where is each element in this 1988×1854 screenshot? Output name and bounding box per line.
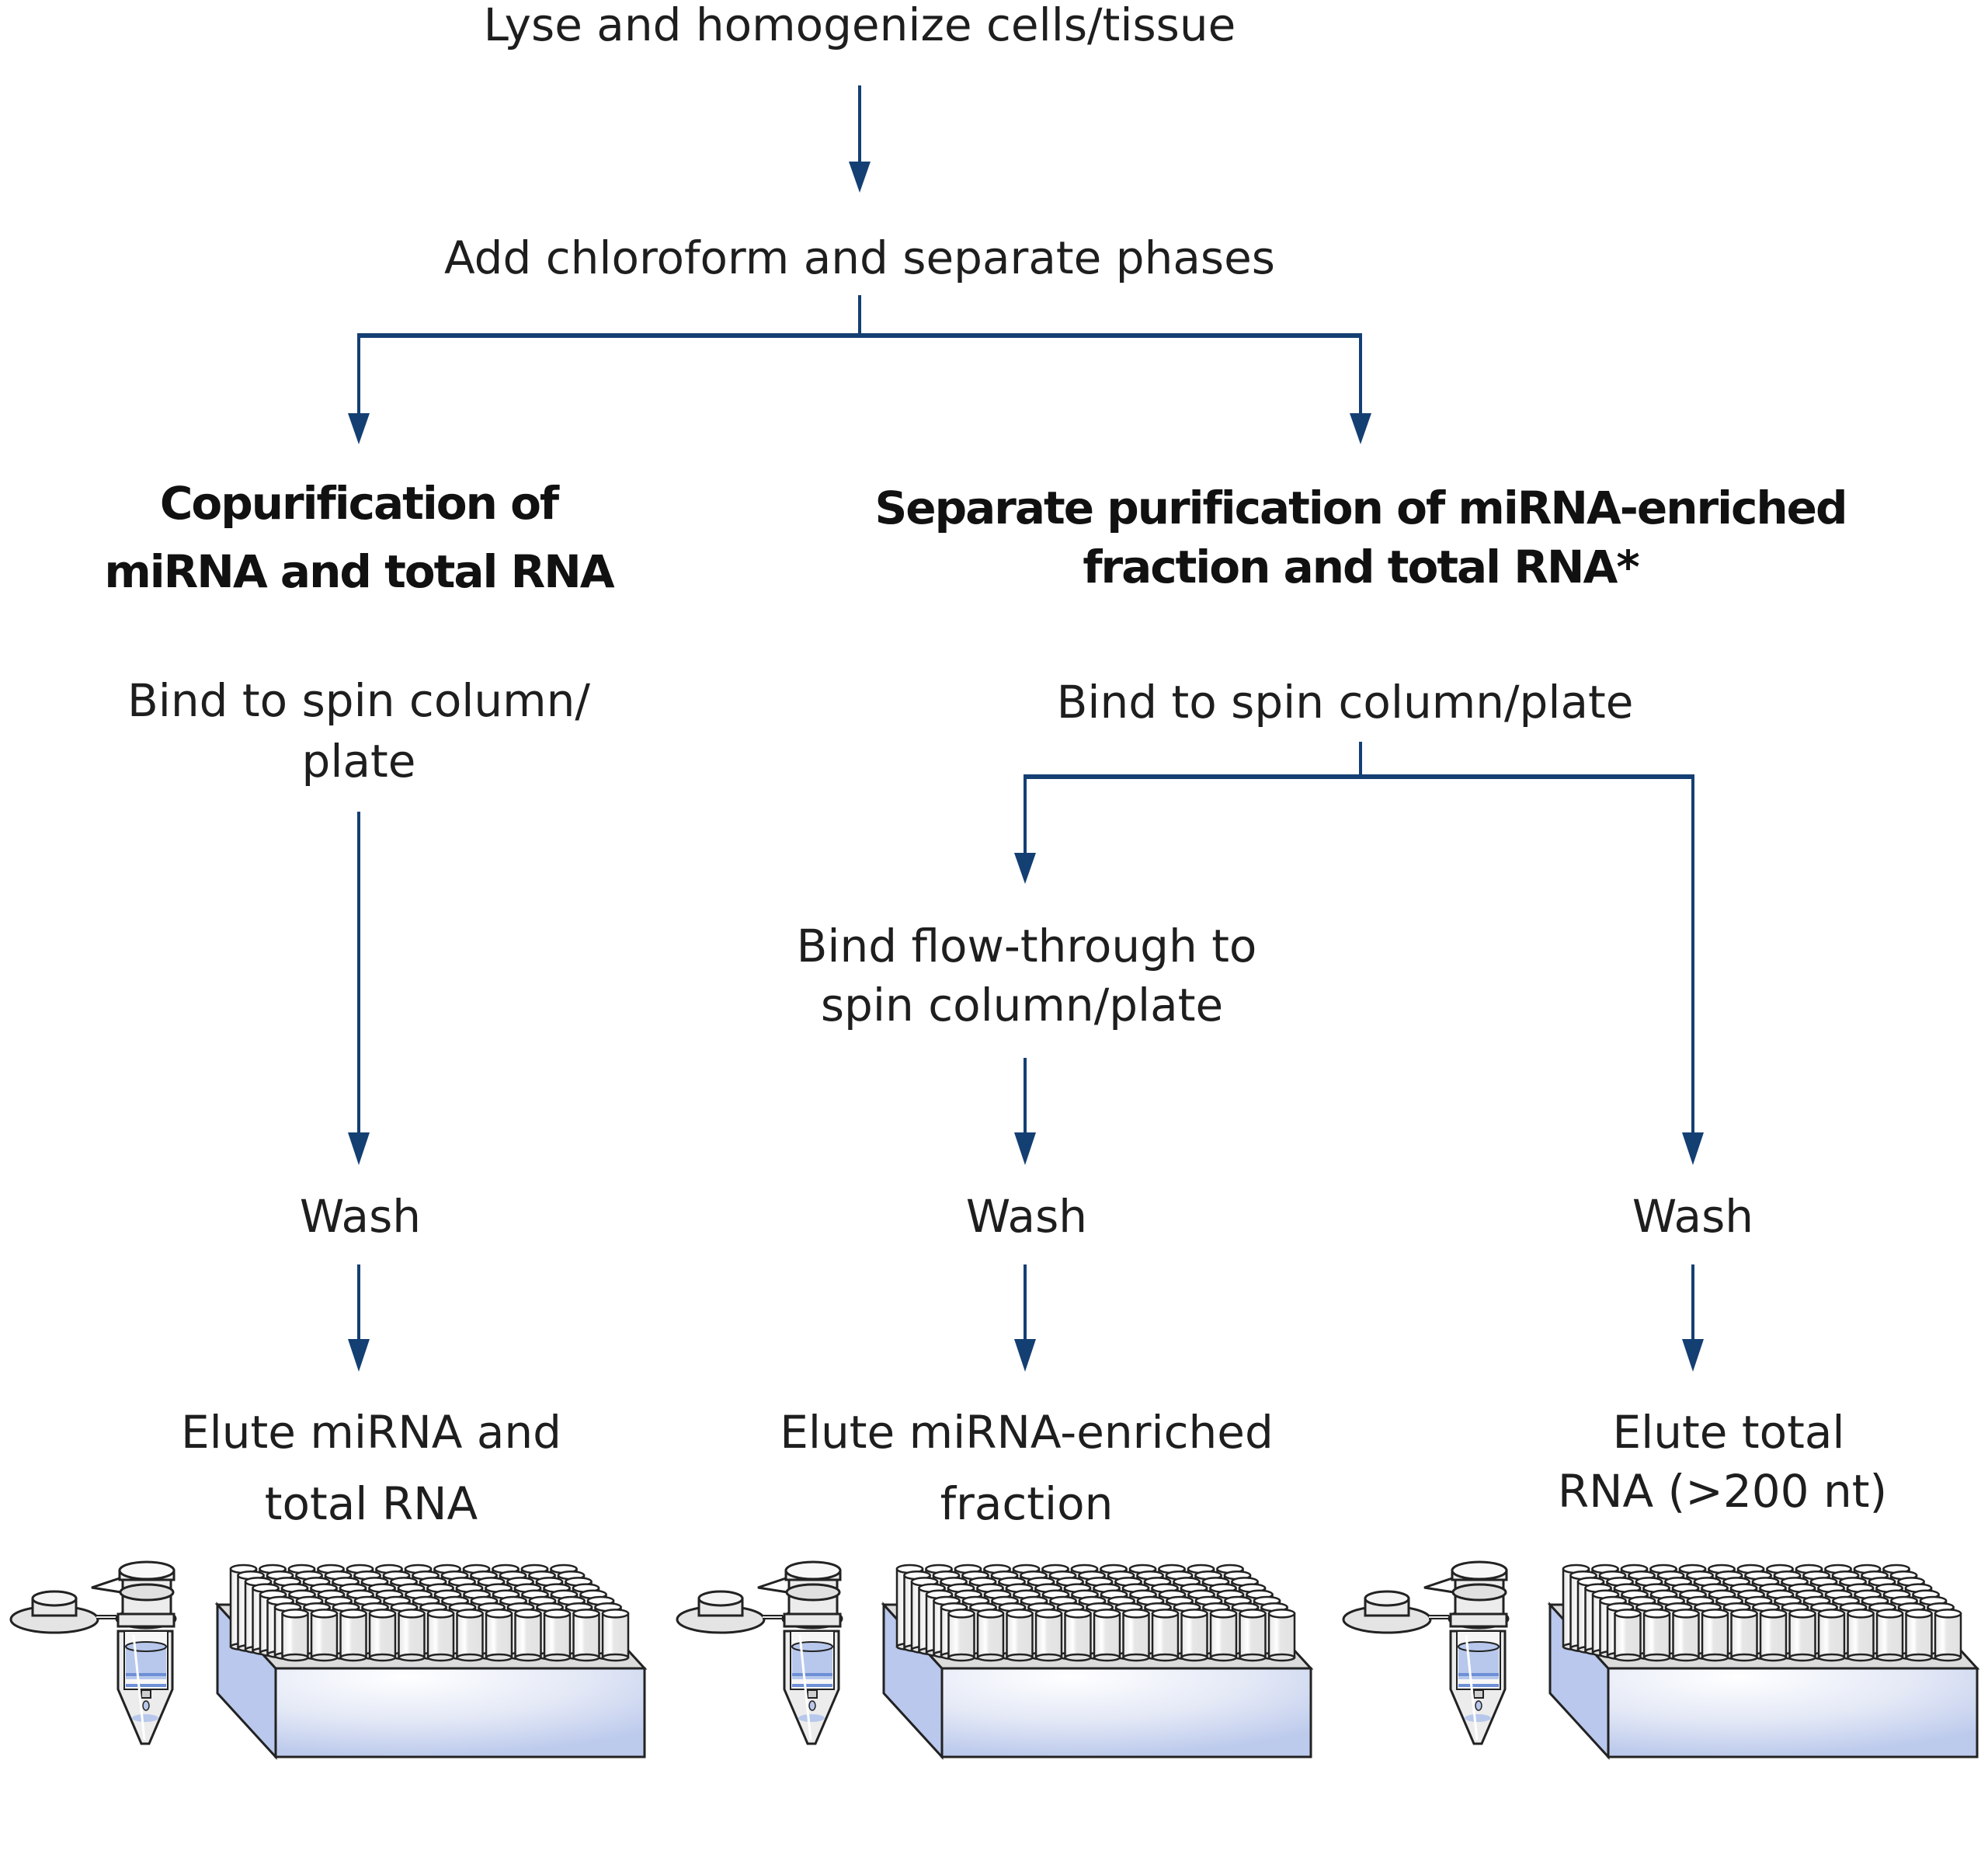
rack-well-tube <box>976 1609 1005 1662</box>
right-heading-line-1: Separate purification of miRNA-enriched <box>874 482 1846 534</box>
arrow-bindflow-to-wash <box>1014 1058 1036 1165</box>
rack-well-tube <box>339 1609 367 1662</box>
rack-well-tube <box>601 1609 630 1662</box>
arrows-wash-to-elute <box>348 1264 1704 1372</box>
rack-well-tube <box>1239 1609 1267 1662</box>
rack-well-tube <box>1006 1609 1034 1662</box>
illustration-group <box>9 1560 648 1760</box>
rack-well-tube <box>1064 1609 1092 1662</box>
rack-well-tube <box>1759 1609 1788 1662</box>
rack-well-tube <box>310 1609 339 1662</box>
total-elute-line-2: RNA (>200 nt) <box>1558 1465 1887 1518</box>
rack-well-tube <box>1730 1609 1758 1662</box>
spin-column-tube-icon <box>1342 1560 1510 1745</box>
rack-well-tube <box>947 1609 975 1662</box>
rack-well-tube <box>1122 1609 1150 1662</box>
arrow-left-bind-to-wash <box>348 812 370 1165</box>
step-lyse: Lyse and homogenize cells/tissue <box>484 0 1236 51</box>
rack-well-tube <box>398 1609 426 1662</box>
bind-flow-line-2: spin column/plate <box>821 979 1223 1031</box>
rack-well-tube <box>1209 1609 1238 1662</box>
rack-well-tube <box>426 1609 455 1662</box>
rack-well-tube <box>1701 1609 1729 1662</box>
rack-well-tube <box>456 1609 484 1662</box>
bind-flow-line-1: Bind flow-through to <box>797 920 1257 972</box>
rack-well-tube <box>1614 1609 1642 1662</box>
branch-split-right <box>1014 742 1704 1165</box>
left-heading-line-2: miRNA and total RNA <box>104 545 614 598</box>
left-bind-line-1: Bind to spin column/ <box>127 674 590 727</box>
rack-well-tube <box>485 1609 513 1662</box>
illustrations <box>9 1560 1980 1760</box>
rack-well-tube <box>572 1609 600 1662</box>
mirna-wash: Wash <box>966 1190 1087 1243</box>
right-bind: Bind to spin column/plate <box>1057 676 1634 729</box>
left-heading-line-1: Copurification of <box>160 477 560 530</box>
rack-well-tube <box>1180 1609 1208 1662</box>
branch-split-main <box>348 295 1371 444</box>
96-well-plate-icon <box>881 1564 1314 1760</box>
total-elute-line-1: Elute total <box>1612 1406 1844 1459</box>
mirna-elute-line-2: fraction <box>940 1477 1114 1530</box>
rack-well-tube <box>1817 1609 1846 1662</box>
96-well-plate-icon <box>214 1564 648 1760</box>
mirna-elute-line-1: Elute miRNA-enriched <box>780 1406 1274 1459</box>
rack-well-tube <box>1875 1609 1904 1662</box>
rack-well-tube <box>1267 1609 1296 1662</box>
illustration-group <box>676 1560 1314 1760</box>
spin-column-tube-icon <box>9 1560 177 1745</box>
step-chloroform: Add chloroform and separate phases <box>444 231 1275 284</box>
rack-well-tube <box>1934 1609 1962 1662</box>
96-well-plate-icon <box>1547 1564 1980 1760</box>
spin-column-tube-icon <box>676 1560 843 1745</box>
rack-well-tube <box>368 1609 397 1662</box>
rack-well-tube <box>1034 1609 1063 1662</box>
right-heading-line-2: fraction and total RNA* <box>1083 541 1639 593</box>
left-bind-line-2: plate <box>302 735 416 788</box>
rack-well-tube <box>1093 1609 1121 1662</box>
arrow-lyse-to-chloroform <box>849 85 871 193</box>
rack-well-tube <box>1788 1609 1816 1662</box>
rack-well-tube <box>1151 1609 1180 1662</box>
rack-well-tube <box>281 1609 309 1662</box>
illustration-group <box>1342 1560 1980 1760</box>
rack-well-tube <box>1642 1609 1671 1662</box>
left-elute-line-2: total RNA <box>265 1477 478 1530</box>
rack-well-tube <box>1672 1609 1700 1662</box>
rack-well-tube <box>543 1609 572 1662</box>
rack-well-tube <box>514 1609 542 1662</box>
left-wash: Wash <box>300 1190 421 1243</box>
rack-well-tube <box>1847 1609 1875 1662</box>
left-elute-line-1: Elute miRNA and <box>181 1406 561 1459</box>
rack-well-tube <box>1905 1609 1933 1662</box>
total-wash: Wash <box>1632 1190 1753 1243</box>
